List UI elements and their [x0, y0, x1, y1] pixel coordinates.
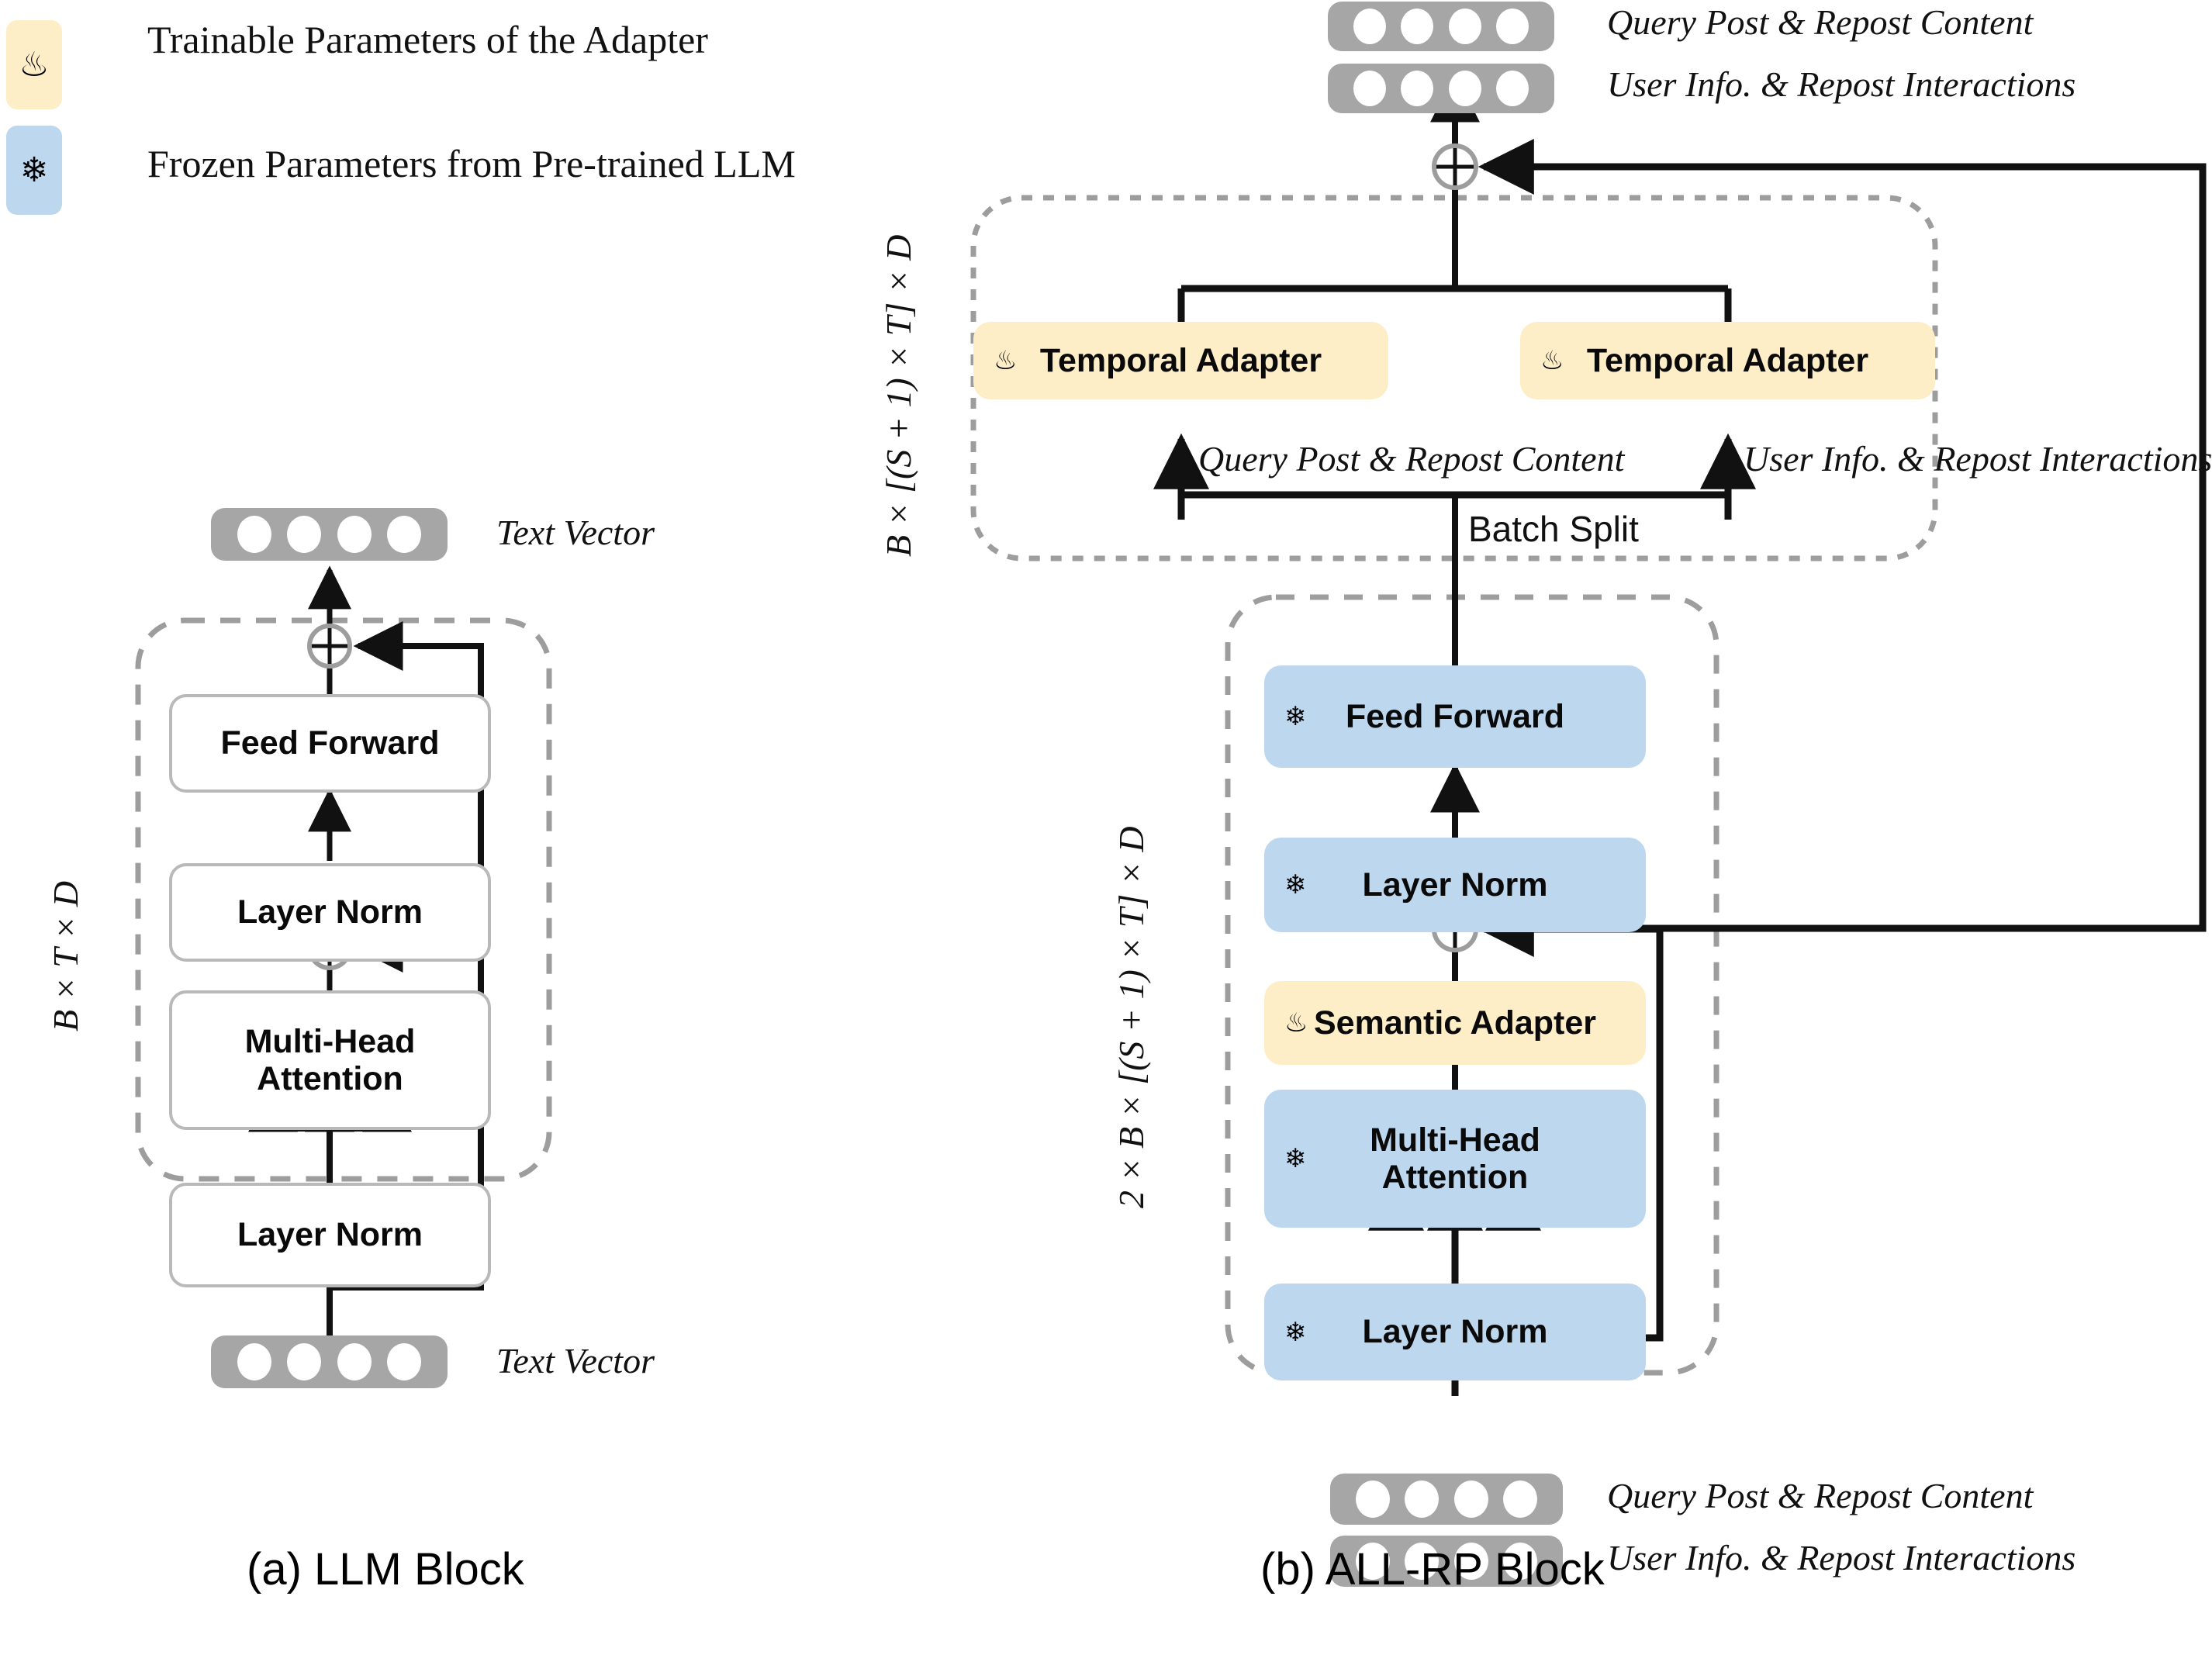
residual-long-b: [1455, 139, 2207, 932]
block-label: Layer Norm: [237, 893, 423, 931]
fire-icon: ♨: [1284, 1008, 1308, 1038]
block-feed-forward-a: Feed Forward: [169, 694, 491, 793]
block-layer-norm-bottom-b: ❄ Layer Norm: [1264, 1284, 1646, 1380]
batch-split-label: Batch Split: [1468, 509, 1639, 549]
block-semantic-adapter-b: ♨ Semantic Adapter: [1264, 981, 1646, 1065]
block-layer-norm-top-b: ❄ Layer Norm: [1264, 838, 1646, 932]
legend-swatch-trainable: ♨: [6, 20, 62, 109]
block-feed-forward-b: ❄ Feed Forward: [1264, 665, 1646, 768]
fire-icon: ♨: [994, 346, 1018, 375]
block-temporal-adapter-right: ♨ Temporal Adapter: [1520, 322, 1935, 399]
input-vector-pill-query-post-b: [1330, 1474, 1563, 1525]
snowflake-icon: ❄: [1284, 1317, 1307, 1347]
branch-label-left-b: Query Post & Repost Content: [1198, 439, 1625, 479]
block-label: Temporal Adapter: [1039, 341, 1322, 379]
block-label: Temporal Adapter: [1586, 341, 1869, 379]
branch-label-right-b: User Info. & Repost Interactions: [1744, 439, 2212, 479]
allrp-llm-dashed-container: [1225, 594, 1719, 1376]
snowflake-icon: ❄: [1284, 702, 1307, 731]
legend-label-frozen: Frozen Parameters from Pre-trained LLM: [147, 142, 796, 185]
output-vector-pill-a: [211, 508, 448, 561]
panel-b-temporal-dim-label: B × [(S + 1) × T] × D: [879, 234, 918, 557]
block-label: Multi-Head Attention: [1370, 1121, 1540, 1196]
block-temporal-adapter-left: ♨ Temporal Adapter: [973, 322, 1388, 399]
add-node-outer-b: [1432, 143, 1478, 190]
fire-icon: ♨: [19, 45, 50, 84]
input-vector-label-query-post-b: Query Post & Repost Content: [1607, 1476, 2034, 1515]
block-label: Feed Forward: [220, 724, 440, 762]
block-label: Layer Norm: [1362, 1313, 1548, 1351]
legend-label-trainable: Trainable Parameters of the Adapter: [147, 18, 708, 61]
legend-swatch-frozen: ❄: [6, 126, 62, 215]
panel-a-caption: (a) LLM Block: [247, 1544, 524, 1595]
block-label: Multi-Head Attention: [244, 1022, 416, 1097]
output-vector-label-user-info-b: User Info. & Repost Interactions: [1607, 64, 2076, 104]
panel-b-llm-dim-label: 2 × B × [(S + 1) × T] × D: [1111, 826, 1151, 1208]
add-node-top-a: [307, 624, 352, 669]
output-vector-label-query-post-b: Query Post & Repost Content: [1607, 2, 2034, 42]
panel-a-dim-label: B × T × D: [46, 880, 85, 1031]
block-layer-norm-top-a: Layer Norm: [169, 863, 491, 962]
output-vector-label-a: Text Vector: [496, 513, 655, 552]
panel-b-caption: (b) ALL-RP Block: [1260, 1544, 1605, 1595]
snowflake-icon: ❄: [19, 150, 49, 189]
input-vector-label-user-info-b: User Info. & Repost Interactions: [1607, 1538, 2076, 1577]
fire-icon: ♨: [1540, 346, 1564, 375]
input-vector-pill-user-info-b: [1330, 1536, 1563, 1587]
block-multi-head-attention-a: Multi-Head Attention: [169, 990, 491, 1130]
block-layer-norm-bottom-a: Layer Norm: [169, 1183, 491, 1287]
input-vector-pill-a: [211, 1335, 448, 1388]
block-label: Semantic Adapter: [1313, 1004, 1596, 1042]
block-label: Layer Norm: [237, 1216, 423, 1254]
output-vector-pill-query-post-b: [1328, 2, 1554, 51]
input-vector-label-a: Text Vector: [496, 1341, 655, 1380]
snowflake-icon: ❄: [1284, 870, 1307, 900]
snowflake-icon: ❄: [1284, 1144, 1307, 1173]
block-label: Layer Norm: [1362, 866, 1548, 904]
output-vector-pill-user-info-b: [1328, 64, 1554, 113]
llm-block-dashed-container: [135, 617, 552, 1182]
block-multi-head-attention-b: ❄ Multi-Head Attention: [1264, 1090, 1646, 1228]
block-label: Feed Forward: [1346, 697, 1564, 735]
